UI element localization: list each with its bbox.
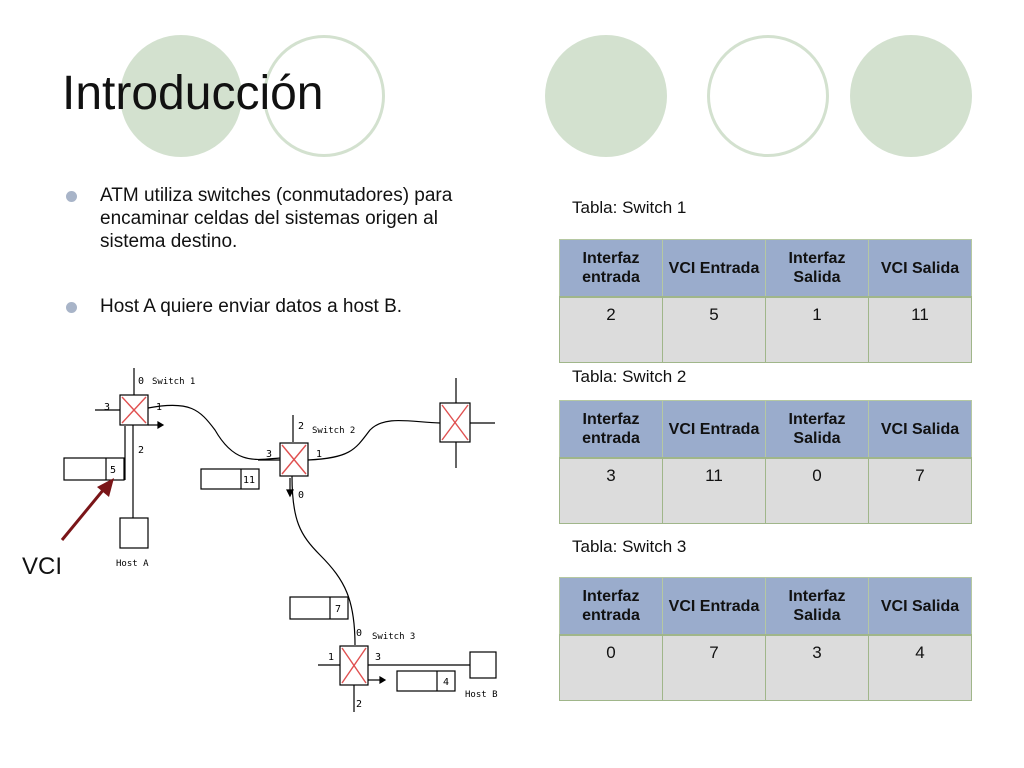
bullet-list: ATM utiliza switches (conmutadores) para… [64,184,484,360]
decor-circle-1 [120,35,242,157]
s2-port-left: 3 [266,449,272,460]
table-cell: 7 [868,457,972,524]
table-row: 2 5 1 11 [559,296,972,363]
decor-circle-3 [545,35,667,157]
table-header-row: Interfaz entrada VCI Entrada Interfaz Sa… [559,239,972,298]
decor-circle-5 [850,35,972,157]
table-caption-switch-3: Tabla: Switch 3 [572,537,687,556]
cell-value-host-a: 5 [110,465,116,476]
s3-port-top: 0 [356,628,362,639]
s3-port-bottom: 2 [356,699,362,710]
vci-pointer-arrow [60,478,114,541]
switch-2-table: Interfaz entrada VCI Entrada Interfaz Sa… [559,400,972,524]
switch-4-icon [439,402,471,443]
header-vci-entrada: VCI Entrada [662,577,766,636]
switch-2-label: Switch 2 [312,426,355,436]
switch-1-label: Switch 1 [152,377,195,387]
decor-circle-4 [707,35,829,157]
host-a-label: Host A [116,559,149,569]
bullet-item: Host A quiere enviar datos a host B. [64,295,484,318]
table-cell: 5 [662,296,766,363]
bullet-item: ATM utiliza switches (conmutadores) para… [64,184,484,253]
table-cell: 11 [868,296,972,363]
s1-port-bottom: 2 [138,445,144,456]
table-row: 0 7 3 4 [559,634,972,701]
vci-callout-label: VCI [22,553,63,580]
table-row: 3 11 0 7 [559,457,972,524]
s1-port-top: 0 [138,376,144,387]
s3-port-left: 1 [328,652,334,663]
s1-port-right: 1 [156,402,162,413]
switch-1-icon [119,394,149,426]
header-vci-salida: VCI Salida [868,400,972,459]
atm-network-diagram: 0 3 1 2 2 3 1 0 0 1 3 2 5 11 7 4 Switch … [60,368,498,712]
header-vci-entrada: VCI Entrada [662,400,766,459]
host-a-box [119,517,149,549]
cell-host-a [63,457,125,481]
cell-value-switch-3-out: 4 [443,677,449,688]
cell-switch-3-out [396,670,456,692]
table-cell: 7 [662,634,766,701]
header-vci-salida: VCI Salida [868,577,972,636]
host-b-label: Host B [465,690,498,700]
cell-value-switch-3-in: 7 [335,604,341,615]
s2-port-bottom: 0 [298,490,304,501]
host-b-box [469,651,497,679]
switch-3-label: Switch 3 [372,632,415,642]
s2-port-right: 1 [316,449,322,460]
table-caption-switch-2: Tabla: Switch 2 [572,367,687,386]
header-interfaz-entrada: Interfaz entrada [559,577,663,636]
s1-port-left: 3 [104,402,110,413]
switch-2-icon [279,442,309,477]
header-interfaz-salida: Interfaz Salida [765,577,869,636]
table-caption-switch-1: Tabla: Switch 1 [572,198,687,217]
header-interfaz-salida: Interfaz Salida [765,400,869,459]
switch-3-icon [339,645,369,686]
cell-switch-3-in [289,596,349,620]
slide-title: Introducción [62,67,324,120]
header-interfaz-salida: Interfaz Salida [765,239,869,298]
cell-value-switch-2: 11 [243,475,255,486]
header-interfaz-entrada: Interfaz entrada [559,400,663,459]
table-cell: 0 [559,634,663,701]
table-header-row: Interfaz entrada VCI Entrada Interfaz Sa… [559,577,972,636]
table-cell: 3 [765,634,869,701]
table-cell: 0 [765,457,869,524]
switch-3-table: Interfaz entrada VCI Entrada Interfaz Sa… [559,577,972,701]
cell-switch-2 [200,468,260,490]
s2-port-top: 2 [298,421,304,432]
header-vci-entrada: VCI Entrada [662,239,766,298]
header-vci-salida: VCI Salida [868,239,972,298]
s3-port-right: 3 [375,652,381,663]
table-cell: 4 [868,634,972,701]
decor-circle-2 [263,35,385,157]
table-cell: 3 [559,457,663,524]
header-interfaz-entrada: Interfaz entrada [559,239,663,298]
table-cell: 1 [765,296,869,363]
table-cell: 11 [662,457,766,524]
table-cell: 2 [559,296,663,363]
switch-1-table: Interfaz entrada VCI Entrada Interfaz Sa… [559,239,972,363]
table-header-row: Interfaz entrada VCI Entrada Interfaz Sa… [559,400,972,459]
